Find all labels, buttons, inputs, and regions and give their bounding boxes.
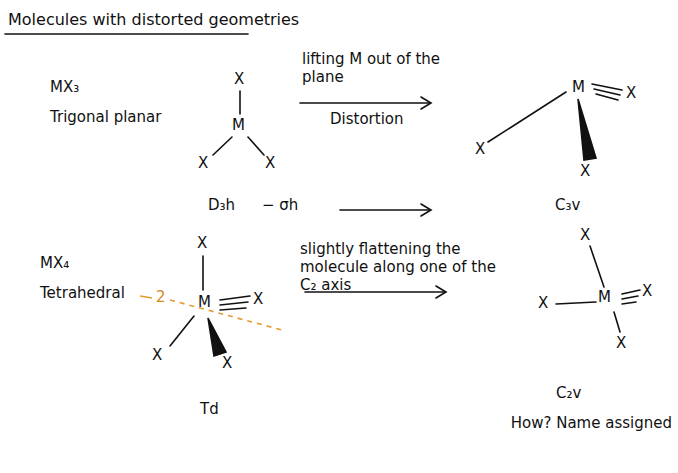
- atom: X: [580, 162, 590, 180]
- note: How? Name assigned: [511, 414, 672, 432]
- atom: X: [253, 290, 263, 308]
- atom: X: [580, 226, 590, 244]
- title: Molecules with distorted geometries: [8, 10, 299, 29]
- atom: X: [234, 70, 244, 88]
- atom: M: [598, 288, 611, 306]
- atom: X: [265, 154, 275, 172]
- formula: MX₄: [40, 254, 69, 272]
- atom: X: [642, 282, 652, 300]
- point-group: C₃v: [555, 196, 580, 214]
- atom: X: [222, 354, 232, 372]
- point-group: Td: [200, 400, 219, 418]
- point-group: D₃h: [208, 196, 235, 214]
- geometry-name: Trigonal planar: [50, 108, 161, 126]
- atom: X: [152, 346, 162, 364]
- atom: X: [616, 334, 626, 352]
- atom: X: [197, 234, 207, 252]
- atom: X: [475, 140, 485, 158]
- geometry-name: Tetrahedral: [40, 284, 125, 302]
- atom: M: [198, 293, 211, 311]
- note: − σh: [262, 196, 298, 214]
- formula: MX₃: [50, 78, 79, 96]
- note: Distortion: [330, 110, 404, 128]
- note: slightly flattening the molecule along o…: [300, 240, 510, 294]
- point-group: C₂v: [556, 384, 581, 402]
- note: lifting M out of the plane: [302, 50, 442, 86]
- atom: X: [626, 84, 636, 102]
- atom: X: [538, 294, 548, 312]
- atom: X: [198, 154, 208, 172]
- axis-label: 2: [156, 288, 166, 306]
- atom: M: [572, 78, 585, 96]
- atom: M: [232, 116, 245, 134]
